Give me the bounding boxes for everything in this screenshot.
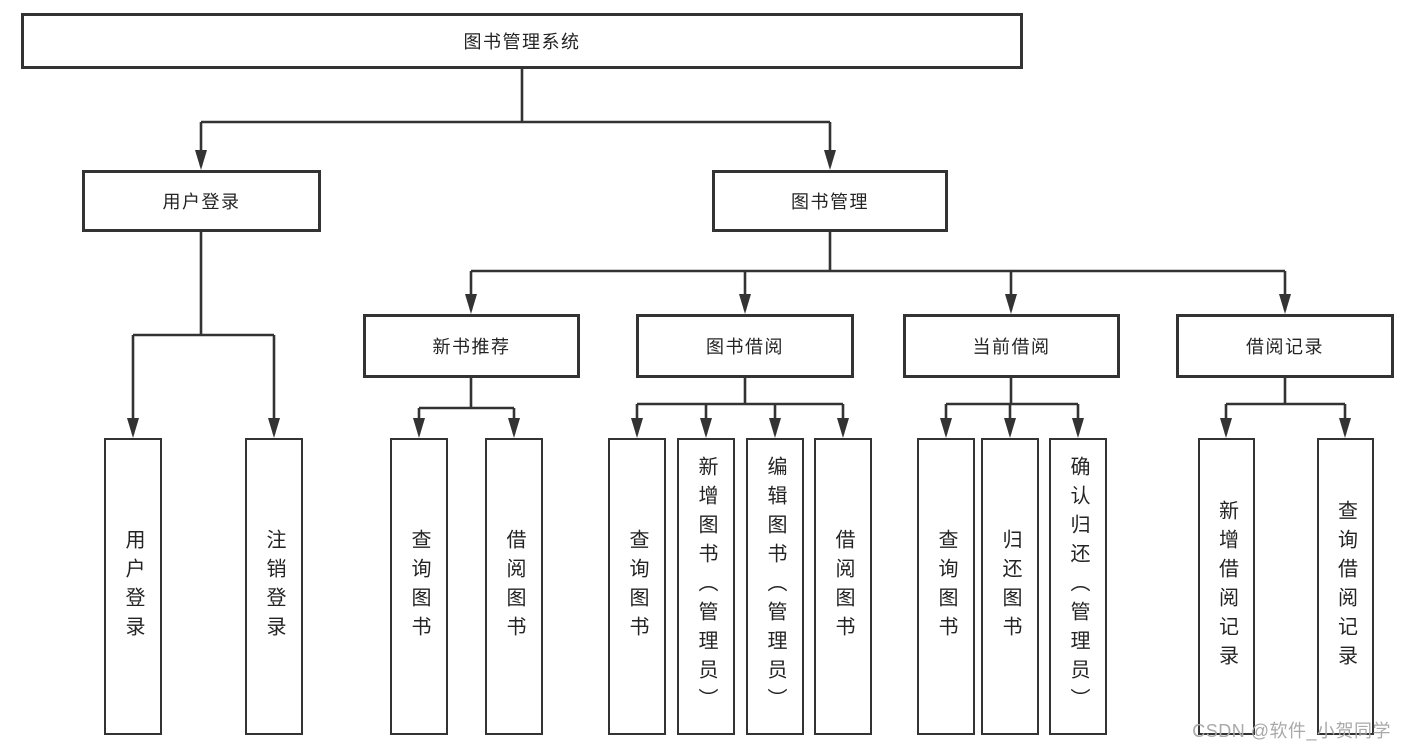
node-borrow-records: 借阅记录 <box>1176 314 1394 378</box>
leaf-edit-book-admin: 编辑图书（管理员） <box>746 438 804 735</box>
leaf-label: 查询图书 <box>408 528 430 645</box>
leaf-label: 借阅图书 <box>832 528 854 645</box>
node-root: 图书管理系统 <box>21 13 1023 69</box>
leaf-label: 新增借阅记录 <box>1215 499 1238 674</box>
watermark: CSDN @软件_小贺同学 <box>1192 721 1391 741</box>
node-book-borrow: 图书借阅 <box>636 314 854 378</box>
leaf-borrow-books-recommend: 借阅图书 <box>485 438 543 735</box>
leaf-label: 确认归还（管理员） <box>1067 456 1089 717</box>
leaf-borrow-books-borrow: 借阅图书 <box>814 438 872 735</box>
leaf-add-borrow-record: 新增借阅记录 <box>1198 438 1255 735</box>
leaf-query-books-current: 查询图书 <box>917 438 975 735</box>
node-current-borrow: 当前借阅 <box>903 314 1120 378</box>
leaf-label: 注销登录 <box>263 528 285 645</box>
leaf-label: 查询图书 <box>626 528 648 645</box>
leaf-query-books-borrow: 查询图书 <box>608 438 666 735</box>
leaf-label: 用户登录 <box>122 528 144 645</box>
connector-arrows <box>127 122 1351 438</box>
leaf-label: 借阅图书 <box>503 528 525 645</box>
leaf-label: 查询图书 <box>935 528 957 645</box>
leaf-user-login: 用户登录 <box>104 438 162 735</box>
leaf-label: 编辑图书（管理员） <box>764 456 786 717</box>
leaf-label: 查询借阅记录 <box>1334 499 1357 674</box>
leaf-return-book: 归还图书 <box>981 438 1039 735</box>
node-book-management: 图书管理 <box>712 170 948 232</box>
node-new-book-recommend: 新书推荐 <box>363 314 580 378</box>
leaf-label: 新增图书（管理员） <box>695 456 717 717</box>
leaf-add-book-admin: 新增图书（管理员） <box>677 438 735 735</box>
leaf-query-books-recommend: 查询图书 <box>390 438 448 735</box>
connector-trunks <box>133 69 1345 410</box>
leaf-label: 归还图书 <box>999 528 1021 645</box>
leaf-logout: 注销登录 <box>245 438 303 735</box>
leaf-confirm-return-admin: 确认归还（管理员） <box>1049 438 1107 735</box>
leaf-query-borrow-record: 查询借阅记录 <box>1317 438 1374 735</box>
node-user-login: 用户登录 <box>82 170 321 232</box>
